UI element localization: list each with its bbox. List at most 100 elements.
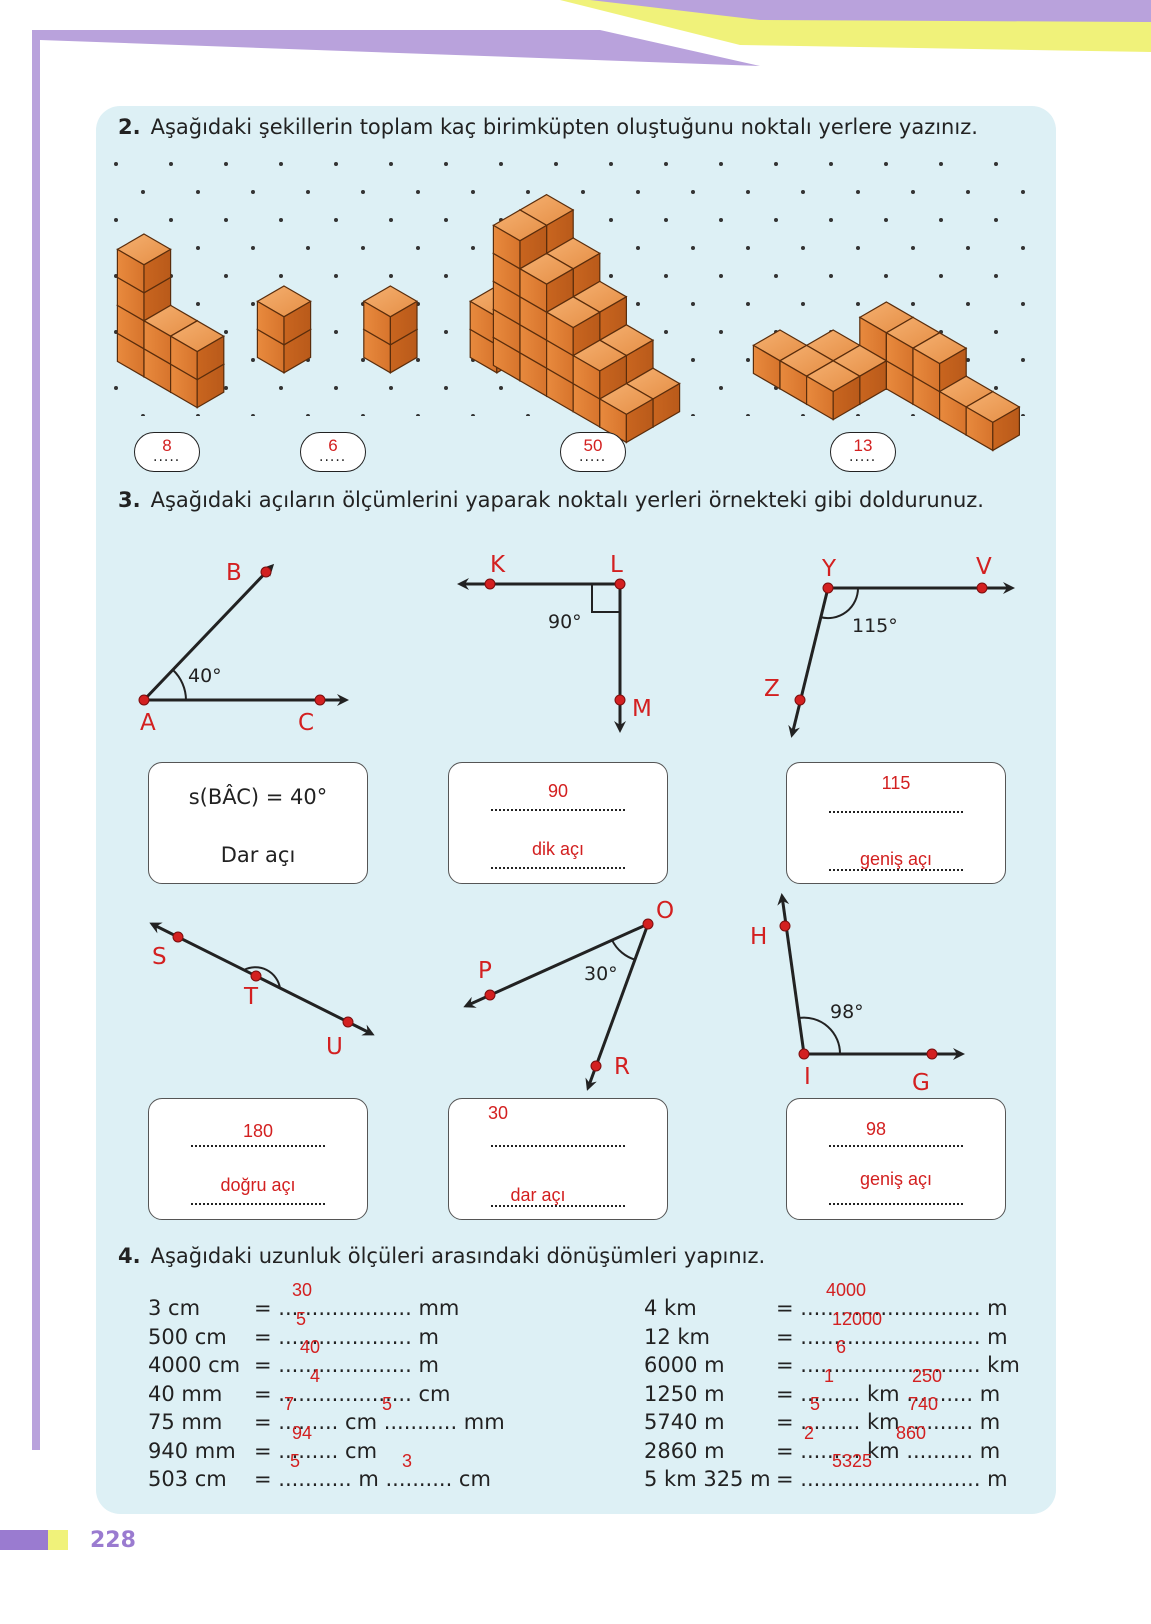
label-I: I bbox=[804, 1064, 811, 1090]
ray-OP bbox=[463, 922, 649, 1008]
point-O bbox=[642, 918, 654, 930]
answer-pill-4[interactable]: 13..... bbox=[830, 432, 896, 472]
answer-box-HIG[interactable]: 98 geniş açı bbox=[786, 1098, 1006, 1220]
label-K: K bbox=[490, 552, 506, 578]
conversion-lhs: 75 mm bbox=[148, 1410, 223, 1434]
answer-box-STU[interactable]: 180 doğru açı bbox=[148, 1098, 368, 1220]
grid-dot bbox=[114, 218, 118, 222]
grid-dot bbox=[306, 246, 310, 250]
answer-box-POR[interactable]: 30 dar açı bbox=[448, 1098, 668, 1220]
grid-dot bbox=[334, 218, 338, 222]
grid-dot bbox=[251, 246, 255, 250]
q2-text: Aşağıdaki şekillerin toplam kaç birimküp… bbox=[150, 115, 978, 139]
box-type: geniş açı bbox=[859, 849, 933, 869]
q2-title: 2. Aşağıdaki şekillerin toplam kaç birimk… bbox=[118, 115, 978, 139]
grid-dot bbox=[389, 386, 393, 390]
answer-value: 50 bbox=[583, 436, 603, 455]
point-V bbox=[976, 582, 988, 594]
conversion-rhs[interactable]: = ........................... m bbox=[776, 1467, 1008, 1491]
conversion-rhs[interactable]: = ......... km .......... m bbox=[776, 1381, 1001, 1406]
label-Z: Z bbox=[764, 676, 780, 702]
grid-dot bbox=[884, 218, 888, 222]
grid-dot bbox=[746, 246, 750, 250]
q4-title: 4.Aşağıdaki uzunluk ölçüleri arasındaki … bbox=[118, 1244, 765, 1268]
conversion-rhs[interactable]: = ........................... m bbox=[776, 1296, 1008, 1320]
q2-number: 2. bbox=[118, 115, 141, 139]
grid-dot bbox=[251, 190, 255, 194]
ray-IH bbox=[777, 893, 806, 1055]
conversion-rhs[interactable]: = .................... m bbox=[254, 1353, 439, 1377]
grid-dot bbox=[966, 190, 970, 194]
grid-dot bbox=[361, 190, 365, 194]
conversion-rhs[interactable]: = ........... m .......... cm bbox=[254, 1467, 491, 1491]
grid-dot bbox=[416, 358, 420, 362]
point-Y bbox=[822, 582, 834, 594]
grid-dot bbox=[994, 386, 998, 390]
cube-right-face bbox=[625, 397, 654, 444]
point-P bbox=[484, 989, 496, 1001]
conversion-rhs[interactable]: = ......... km .......... m bbox=[776, 1410, 1001, 1434]
conversion-lhs: 940 mm bbox=[148, 1438, 236, 1463]
conversion-answer: 7 bbox=[284, 1394, 295, 1414]
grid-dot bbox=[251, 302, 255, 306]
conversion-answer: 30 bbox=[292, 1280, 313, 1300]
grid-dot bbox=[939, 162, 943, 166]
label-B: B bbox=[226, 560, 242, 586]
conversion-rhs[interactable]: = .................... m bbox=[254, 1324, 439, 1349]
grid-dot bbox=[554, 162, 558, 166]
grid-dot bbox=[609, 218, 613, 222]
grid-dot bbox=[251, 414, 255, 416]
measure-KLM: 90° bbox=[548, 611, 582, 633]
grid-dot bbox=[224, 274, 228, 278]
conversion-answer: 40 bbox=[300, 1337, 321, 1357]
grid-dot bbox=[801, 414, 805, 416]
conversion-answer: 6 bbox=[836, 1337, 847, 1357]
answer-pill-3[interactable]: 50..... bbox=[560, 432, 626, 472]
conversion-rhs[interactable]: = ......... km .......... m bbox=[776, 1438, 1001, 1463]
grid-dot bbox=[856, 246, 860, 250]
conversion-lhs: 5740 m bbox=[644, 1410, 725, 1434]
box-type: geniş açı bbox=[859, 1169, 933, 1189]
answer-box-YVZ[interactable]: 115 geniş açı bbox=[786, 762, 1006, 884]
grid-dot bbox=[636, 246, 640, 250]
grid-dot bbox=[1021, 302, 1025, 306]
conversion-rhs[interactable]: = ........................... m bbox=[776, 1324, 1008, 1349]
conversion-answer: 250 bbox=[912, 1365, 943, 1386]
grid-dot bbox=[691, 414, 695, 416]
answer-pill-2[interactable]: 6..... bbox=[300, 432, 366, 472]
grid-dot bbox=[1021, 358, 1025, 362]
grid-dot bbox=[801, 302, 805, 306]
conversion-lhs: 3 cm bbox=[148, 1296, 201, 1320]
label-A: A bbox=[140, 710, 156, 736]
conversion-answer: 12000 bbox=[832, 1308, 883, 1329]
grid-dot bbox=[691, 190, 695, 194]
point-S bbox=[172, 931, 184, 943]
point-H bbox=[779, 920, 791, 932]
grid-dot bbox=[361, 414, 365, 416]
conversion-rhs[interactable]: = .................... mm bbox=[254, 1296, 460, 1320]
conversion-rhs[interactable]: = .................... cm bbox=[254, 1381, 451, 1406]
angle-arc-I bbox=[798, 1016, 842, 1055]
point-T bbox=[250, 970, 262, 982]
label-C: C bbox=[298, 710, 314, 736]
grid-dot bbox=[279, 218, 283, 222]
measure-YVZ: 115° bbox=[852, 615, 898, 637]
answer-pill-1[interactable]: 8..... bbox=[134, 432, 200, 472]
box-type: dar açı bbox=[510, 1185, 566, 1205]
grid-dot bbox=[306, 414, 310, 416]
conversion-rhs[interactable]: = ......... cm bbox=[254, 1438, 378, 1463]
conversion-lhs: 503 cm bbox=[148, 1467, 227, 1491]
grid-dot bbox=[856, 414, 860, 416]
label-S: S bbox=[152, 944, 167, 970]
grid-dot bbox=[526, 190, 530, 194]
grid-dot bbox=[994, 218, 998, 222]
grid-dot bbox=[361, 358, 365, 362]
cube-figure-1 bbox=[116, 233, 225, 409]
point-I bbox=[798, 1048, 810, 1060]
box-value: 115 bbox=[881, 773, 911, 793]
answer-box-KLM[interactable]: 90 dik açı bbox=[448, 762, 668, 884]
conversion-rhs[interactable]: = ......... cm ........... mm bbox=[254, 1410, 505, 1434]
point-G bbox=[926, 1048, 938, 1060]
conversion-rhs[interactable]: = ........................... km bbox=[776, 1353, 1020, 1377]
angle-arc-O bbox=[611, 939, 637, 961]
